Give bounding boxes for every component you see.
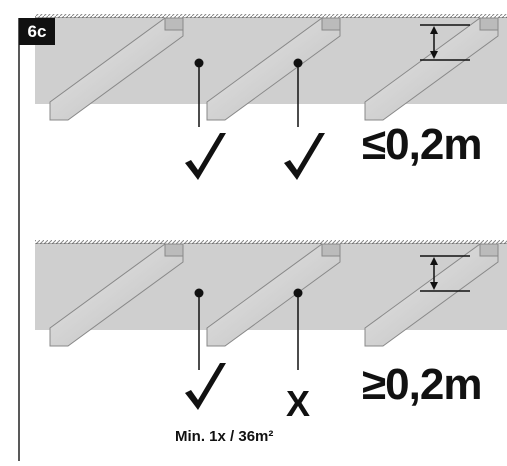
beam-1 xyxy=(49,17,184,121)
distance-label-top: ≤0,2m xyxy=(362,120,482,169)
dimension-marker xyxy=(420,24,470,61)
ceiling-top xyxy=(35,14,507,180)
beam-3 xyxy=(364,243,499,347)
check-icon xyxy=(185,133,226,180)
figure-label: 6c xyxy=(19,18,55,45)
beam-2 xyxy=(206,243,341,347)
check-icon xyxy=(185,363,226,410)
beam-2 xyxy=(206,17,341,121)
distance-label-bottom: ≥0,2m xyxy=(362,360,482,409)
beam-3 xyxy=(364,17,499,121)
check-icon xyxy=(284,133,325,180)
minimum-note: Min. 1x / 36m² xyxy=(175,428,274,445)
ceiling-bottom xyxy=(35,240,507,410)
beam-1 xyxy=(49,243,184,347)
dimension-marker xyxy=(420,255,470,292)
cross-icon: X xyxy=(286,383,311,424)
